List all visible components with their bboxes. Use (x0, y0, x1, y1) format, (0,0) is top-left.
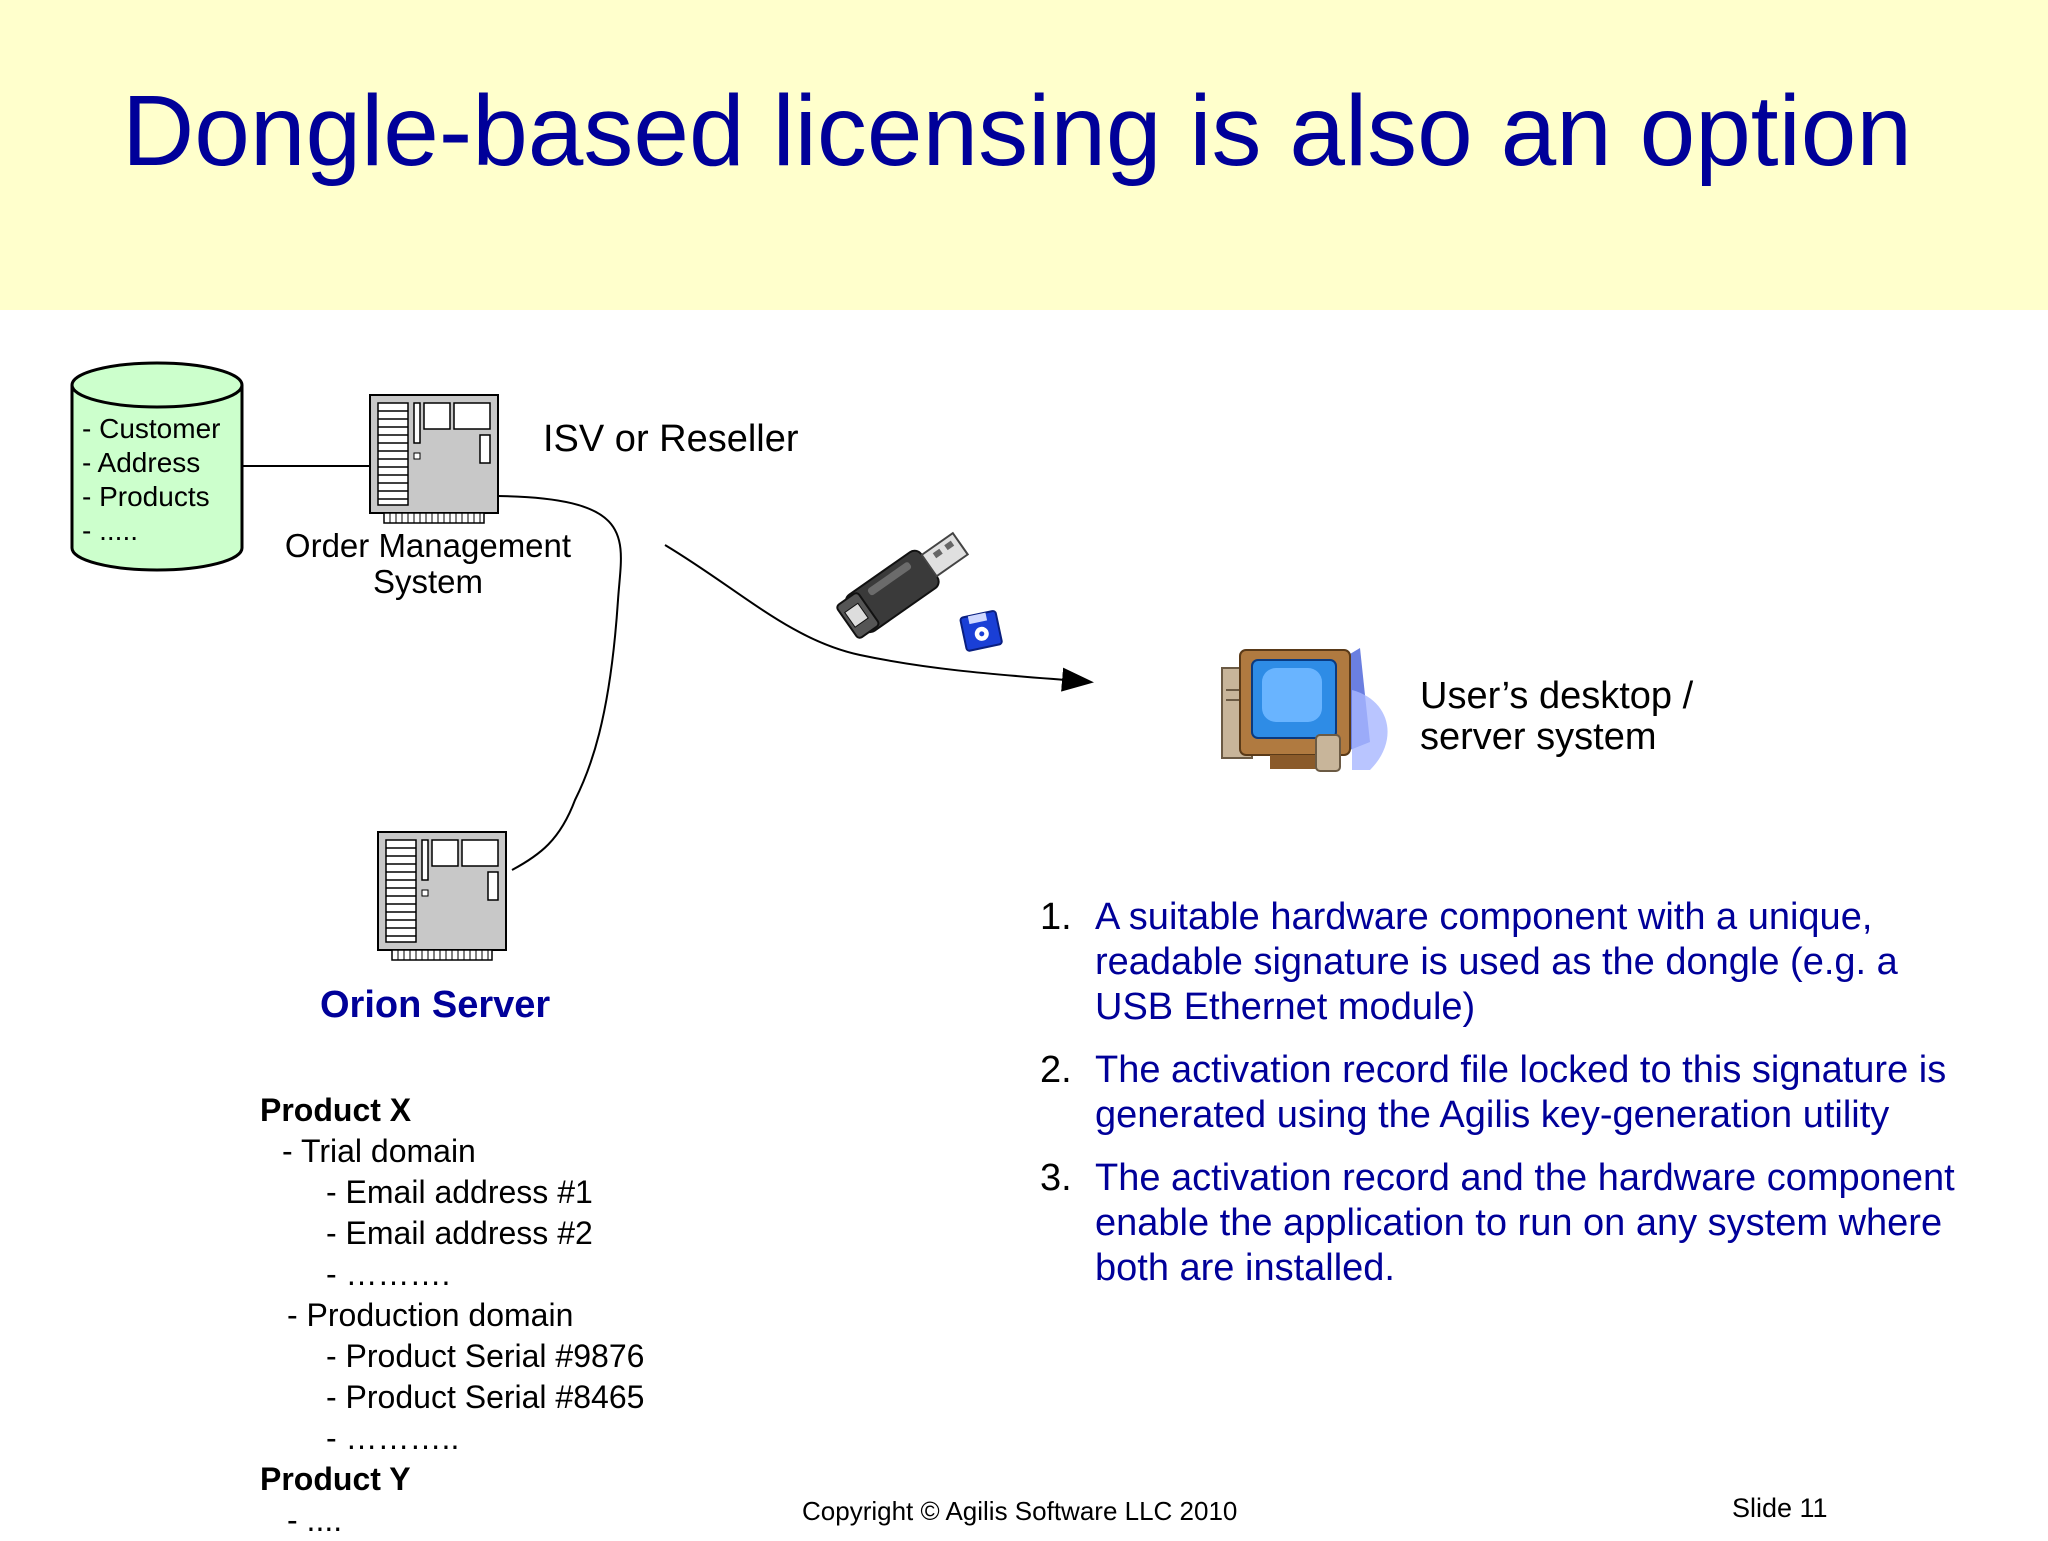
product-tree-item: - Production domain (287, 1297, 574, 1333)
step-item: 2. The activation record file locked to … (1040, 1048, 1970, 1138)
oms-server-icon (369, 394, 499, 524)
database-line: - ..... (82, 515, 138, 546)
steps-list: 1. A suitable hardware component with a … (1040, 895, 1970, 1309)
step-text: The activation record and the hardware c… (1095, 1157, 1955, 1289)
product-tree-item: - Email address #2 (326, 1215, 593, 1251)
product-tree-item: - Trial domain (282, 1133, 476, 1169)
user-system-label: User’s desktop / server system (1420, 676, 1693, 758)
product-tree-item: - ……….. (326, 1420, 460, 1456)
product-tree-item: - .... (287, 1502, 343, 1538)
product-tree-item: - ………. (326, 1256, 451, 1292)
step-text: A suitable hardware component with a uni… (1095, 896, 1898, 1028)
title-band (0, 0, 2048, 310)
user-system-line2: server system (1420, 716, 1657, 758)
desktop-computer-icon (1221, 648, 1388, 772)
database-line: - Address (82, 447, 201, 478)
user-system-line1: User’s desktop / (1420, 675, 1694, 717)
product-tree-item: - Product Serial #9876 (326, 1338, 645, 1374)
step-number: 2. (1040, 1049, 1072, 1091)
isv-reseller-label: ISV or Reseller (543, 418, 799, 460)
page-title: Dongle-based licensing is also an option (122, 75, 1913, 187)
delivery-arrow (664, 544, 1094, 692)
product-tree-item: - Product Serial #8465 (326, 1379, 645, 1415)
product-tree-item: Product Y (260, 1461, 411, 1497)
usb-dongle-icon (836, 531, 970, 639)
step-item: 1. A suitable hardware component with a … (1040, 895, 1970, 1030)
orion-server-label: Orion Server (320, 984, 551, 1026)
order-management-label: Order Management System (284, 527, 572, 600)
product-tree: Product X - Trial domain - Email address… (260, 1090, 644, 1541)
disk-icon (959, 610, 1003, 652)
database-icon (70, 361, 244, 572)
step-item: 3. The activation record and the hardwar… (1040, 1156, 1970, 1291)
database-label: - Customer - Address - Products - ..... (82, 412, 220, 548)
step-text: The activation record file locked to thi… (1095, 1049, 1947, 1136)
database-line: - Products (82, 481, 210, 512)
step-number: 3. (1040, 1157, 1072, 1199)
product-tree-item: - Email address #1 (326, 1174, 593, 1210)
database-line: - Customer (82, 413, 221, 444)
slide-number: Slide 11 (1732, 1493, 1828, 1523)
oms-orion-connector (497, 495, 622, 871)
copyright-footer: Copyright © Agilis Software LLC 2010 (802, 1496, 1238, 1526)
orion-server-icon (377, 831, 507, 961)
product-tree-item: Product X (260, 1092, 412, 1128)
step-number: 1. (1040, 896, 1072, 938)
